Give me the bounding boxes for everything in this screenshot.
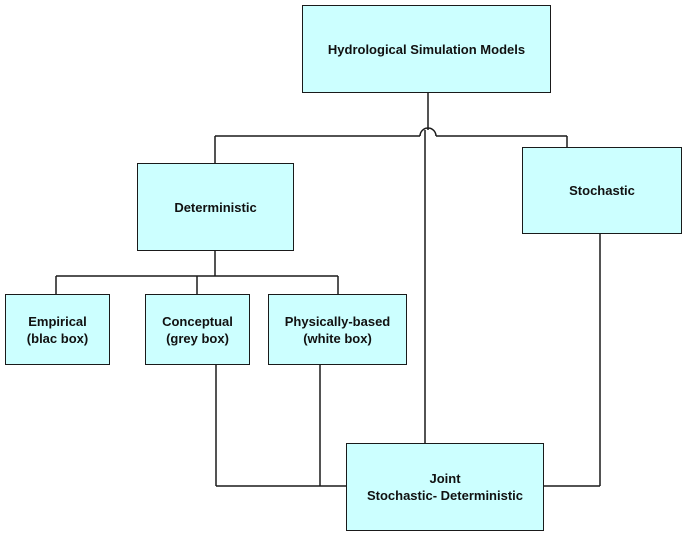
node-physically-based: Physically-based (white box) — [268, 294, 407, 365]
node-label-line2: Stochastic- Deterministic — [366, 488, 524, 503]
node-stochastic: Stochastic — [522, 147, 682, 234]
node-hydrological-simulation-models: Hydrological Simulation Models — [302, 5, 551, 93]
bus-crossover-hop — [419, 127, 437, 137]
node-label-line2: (blac box) — [26, 330, 89, 346]
node-joint-stochastic-deterministic: Joint Stochastic- Deterministic — [346, 443, 544, 531]
node-label: Stochastic — [569, 183, 635, 198]
node-label-line1: Joint — [429, 471, 461, 486]
node-label-line1: Empirical — [28, 313, 87, 329]
node-conceptual: Conceptual (grey box) — [145, 294, 250, 365]
node-empirical: Empirical (blac box) — [5, 294, 110, 365]
node-label: Deterministic — [174, 199, 257, 215]
node-label-line1: Conceptual — [162, 313, 233, 329]
node-deterministic: Deterministic — [137, 163, 294, 251]
node-label-line1: Physically-based — [284, 313, 391, 329]
node-label: Hydrological Simulation Models — [327, 41, 526, 57]
node-label-line2: (grey box) — [166, 330, 229, 346]
node-label-line2: (white box) — [303, 330, 372, 346]
